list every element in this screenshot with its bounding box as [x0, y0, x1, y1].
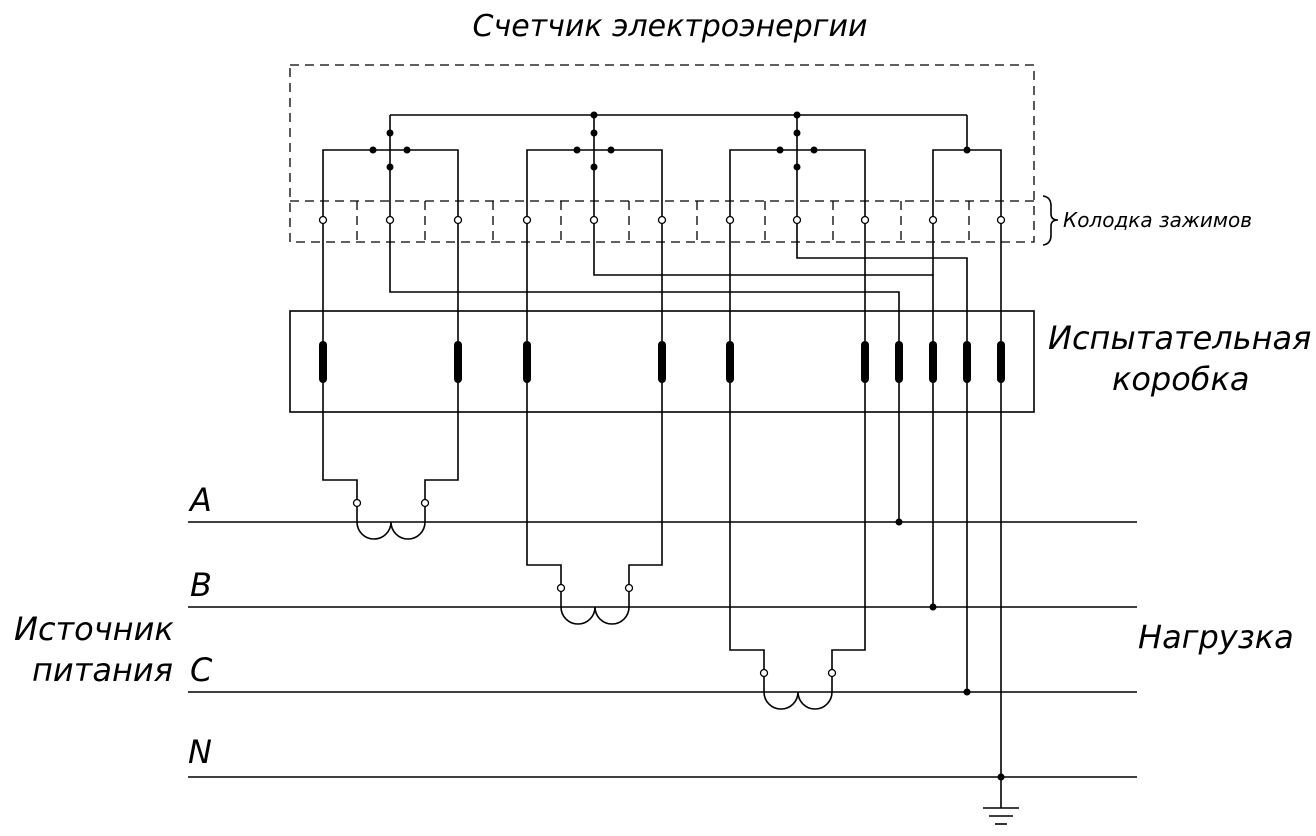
meter-junction-dots: [369, 111, 971, 171]
source-label-line1: Источник: [14, 610, 174, 648]
meter-title: Счетчик электроэнергии: [473, 9, 868, 44]
current-transformer-c: [759, 668, 837, 710]
phase-buses: [188, 521, 1137, 778]
bus-junction-dots: [895, 518, 1005, 781]
phase-label-a: A: [188, 481, 212, 519]
test-box-pads: [319, 341, 1005, 383]
ground-icon: [983, 807, 1019, 825]
current-transformer-a: [352, 498, 430, 540]
meter-terminals: [318, 215, 1006, 225]
test-box-label-line2: коробка: [1112, 360, 1249, 398]
phase-label-n: N: [188, 733, 212, 771]
load-label: Нагрузка: [1138, 618, 1294, 656]
terminal-block-brace: [1042, 195, 1059, 246]
current-transformer-b: [556, 583, 634, 625]
phase-label-b: B: [190, 566, 212, 604]
source-label-line2: питания: [32, 651, 173, 689]
terminal-block-label: Колодка зажимов: [1063, 208, 1252, 232]
test-box-label-line1: Испытательная: [1048, 319, 1311, 357]
phase-label-c: C: [190, 651, 213, 689]
